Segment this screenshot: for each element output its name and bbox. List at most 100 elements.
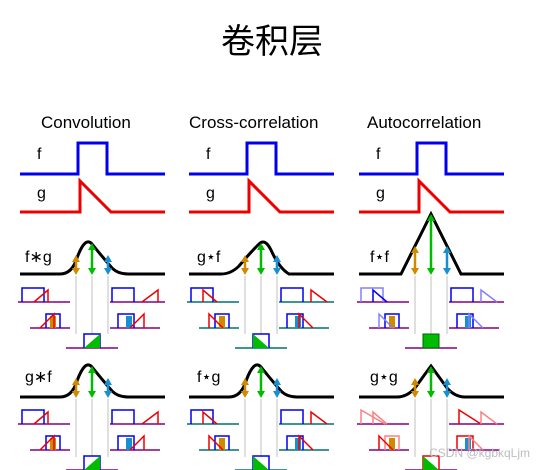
panel-right-f bbox=[111, 287, 135, 302]
arrow-left-tail bbox=[241, 391, 249, 398]
arrow-left-head bbox=[241, 378, 249, 385]
panel-left2-g bbox=[378, 312, 394, 329]
panel-left2-g bbox=[208, 434, 224, 451]
panel-right-g bbox=[458, 408, 482, 425]
arrow-left-tail bbox=[72, 391, 80, 398]
result-arrows-2 bbox=[72, 366, 112, 457]
overlap-fill-center bbox=[422, 333, 440, 349]
f-signal bbox=[189, 141, 334, 176]
overlap-fill-right bbox=[295, 316, 301, 328]
panel-left-g bbox=[33, 288, 49, 303]
column-header-convolution: Convolution bbox=[41, 113, 131, 132]
arrow-middle-tail bbox=[257, 268, 265, 275]
result-label-2: g∗f bbox=[25, 369, 52, 386]
panel-right-g2 bbox=[141, 410, 159, 425]
arrow-left-head bbox=[241, 255, 249, 262]
arrow-middle-head bbox=[427, 214, 435, 221]
panel-left2-g bbox=[208, 312, 224, 329]
panel-right2-g bbox=[468, 312, 484, 329]
watermark: CSDN @kgbkqLjm bbox=[429, 446, 530, 460]
overlap-fill-right bbox=[465, 316, 471, 328]
panel-right-f bbox=[450, 287, 474, 302]
panel-right2-f bbox=[456, 435, 474, 450]
arrow-right-head bbox=[104, 378, 112, 385]
arrow-middle-tail bbox=[88, 268, 96, 275]
f-label: f bbox=[206, 146, 211, 163]
panel-left-f bbox=[190, 287, 214, 302]
panel-left-g bbox=[202, 410, 218, 425]
arrow-left-tail bbox=[411, 268, 419, 275]
shift-panels-1 bbox=[18, 287, 165, 349]
panel-right2-g bbox=[129, 434, 145, 451]
panel-left-g bbox=[360, 408, 386, 425]
arrow-right-tail bbox=[104, 391, 112, 398]
panel-right-g2 bbox=[480, 410, 498, 425]
arrow-middle-head bbox=[88, 243, 96, 250]
panel-right-f bbox=[280, 287, 304, 302]
overlap-fill-right bbox=[295, 438, 301, 450]
arrow-right-head bbox=[443, 246, 451, 253]
column-header-autocorrelation: Autocorrelation bbox=[367, 113, 482, 132]
column-cross-correlation: f g g⋆f f⋆g bbox=[187, 141, 334, 470]
shift-panels-2 bbox=[18, 409, 165, 470]
g-label: g bbox=[206, 185, 215, 202]
overlap-fill-right bbox=[465, 438, 471, 450]
panel-right2-g bbox=[129, 312, 145, 329]
arrow-middle-tail bbox=[88, 391, 96, 398]
result-label-1: g⋆f bbox=[197, 249, 221, 266]
arrow-middle-tail bbox=[427, 391, 435, 398]
panel-right-g2 bbox=[480, 288, 498, 303]
panel-left2-g bbox=[39, 312, 55, 329]
overlap-fill-center bbox=[84, 456, 100, 470]
shift-panels-2 bbox=[357, 408, 504, 470]
arrow-right-head bbox=[273, 255, 281, 262]
f-label: f bbox=[376, 146, 381, 163]
arrow-left-head bbox=[411, 246, 419, 253]
arrow-left-head bbox=[72, 378, 80, 385]
overlap-fill-left bbox=[389, 438, 395, 450]
arrow-right-head bbox=[273, 378, 281, 385]
panel-right2-g bbox=[298, 434, 314, 451]
panel-left2-g bbox=[39, 434, 55, 451]
panel-right-g2 bbox=[310, 410, 328, 425]
result-label-2: f⋆g bbox=[197, 369, 220, 386]
panel-right2-g bbox=[468, 434, 484, 451]
panel-right-g2 bbox=[310, 288, 328, 303]
arrow-right-tail bbox=[443, 391, 451, 398]
result-arrows-1 bbox=[411, 214, 451, 334]
panel-right2-f bbox=[117, 313, 135, 328]
overlap-fill-left bbox=[219, 316, 225, 328]
overlap-fill-left bbox=[219, 438, 225, 450]
arrow-right-tail bbox=[443, 268, 451, 275]
overlap-fill-right bbox=[126, 438, 132, 450]
result-arrows-1 bbox=[72, 243, 112, 334]
arrow-left-tail bbox=[241, 268, 249, 275]
panel-right-f bbox=[111, 409, 135, 424]
panel-right2-f bbox=[286, 313, 304, 328]
f-signal bbox=[359, 141, 504, 176]
overlap-fill-right bbox=[126, 316, 132, 328]
result-label-1: f∗g bbox=[25, 249, 52, 266]
arrow-right-tail bbox=[104, 268, 112, 275]
panel-left-f bbox=[21, 287, 45, 302]
panel-right2-f bbox=[117, 435, 135, 450]
overlap-fill-left bbox=[389, 316, 395, 328]
panel-left-g bbox=[372, 410, 388, 425]
result-arrows-2 bbox=[241, 366, 281, 457]
panel-left-f bbox=[190, 409, 214, 424]
arrow-middle-head bbox=[427, 366, 435, 373]
arrow-middle-tail bbox=[257, 391, 265, 398]
arrow-right-head bbox=[104, 255, 112, 262]
g-label: g bbox=[376, 185, 385, 202]
arrow-right-head bbox=[443, 378, 451, 385]
g-signal bbox=[189, 177, 334, 214]
arrow-left-head bbox=[411, 378, 419, 385]
panel-left-f bbox=[360, 287, 384, 302]
f-label: f bbox=[37, 146, 42, 163]
arrow-left-tail bbox=[411, 391, 419, 398]
arrow-right-tail bbox=[273, 268, 281, 275]
arrow-left-head bbox=[72, 255, 80, 262]
page-title: 卷积层 bbox=[221, 22, 323, 62]
arrow-left-tail bbox=[72, 268, 80, 275]
